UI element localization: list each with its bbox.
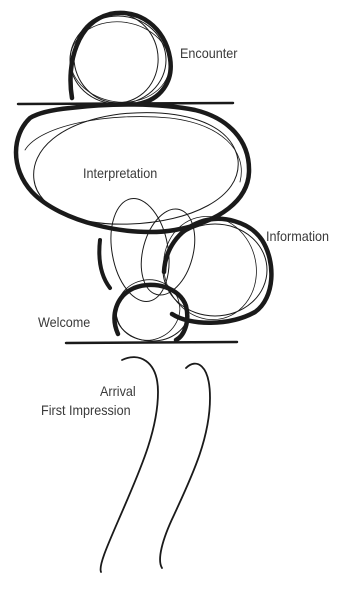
label-information: Information [266, 228, 330, 244]
welcome-stone [112, 279, 190, 343]
interpretation-stone [13, 102, 252, 235]
label-arrival: Arrival [100, 383, 136, 399]
label-encounter: Encounter [180, 45, 238, 61]
label-interpretation: Interpretation [83, 165, 158, 181]
information-stone [161, 215, 274, 325]
welcome-ground-line [64, 340, 239, 345]
arrival-path [99, 356, 211, 573]
label-first-impression: First Impression [41, 402, 131, 418]
encounter-stone [68, 10, 173, 107]
label-welcome: Welcome [38, 314, 91, 330]
middle-stack-left-edge [97, 238, 112, 290]
interpretation-loops [110, 198, 196, 302]
